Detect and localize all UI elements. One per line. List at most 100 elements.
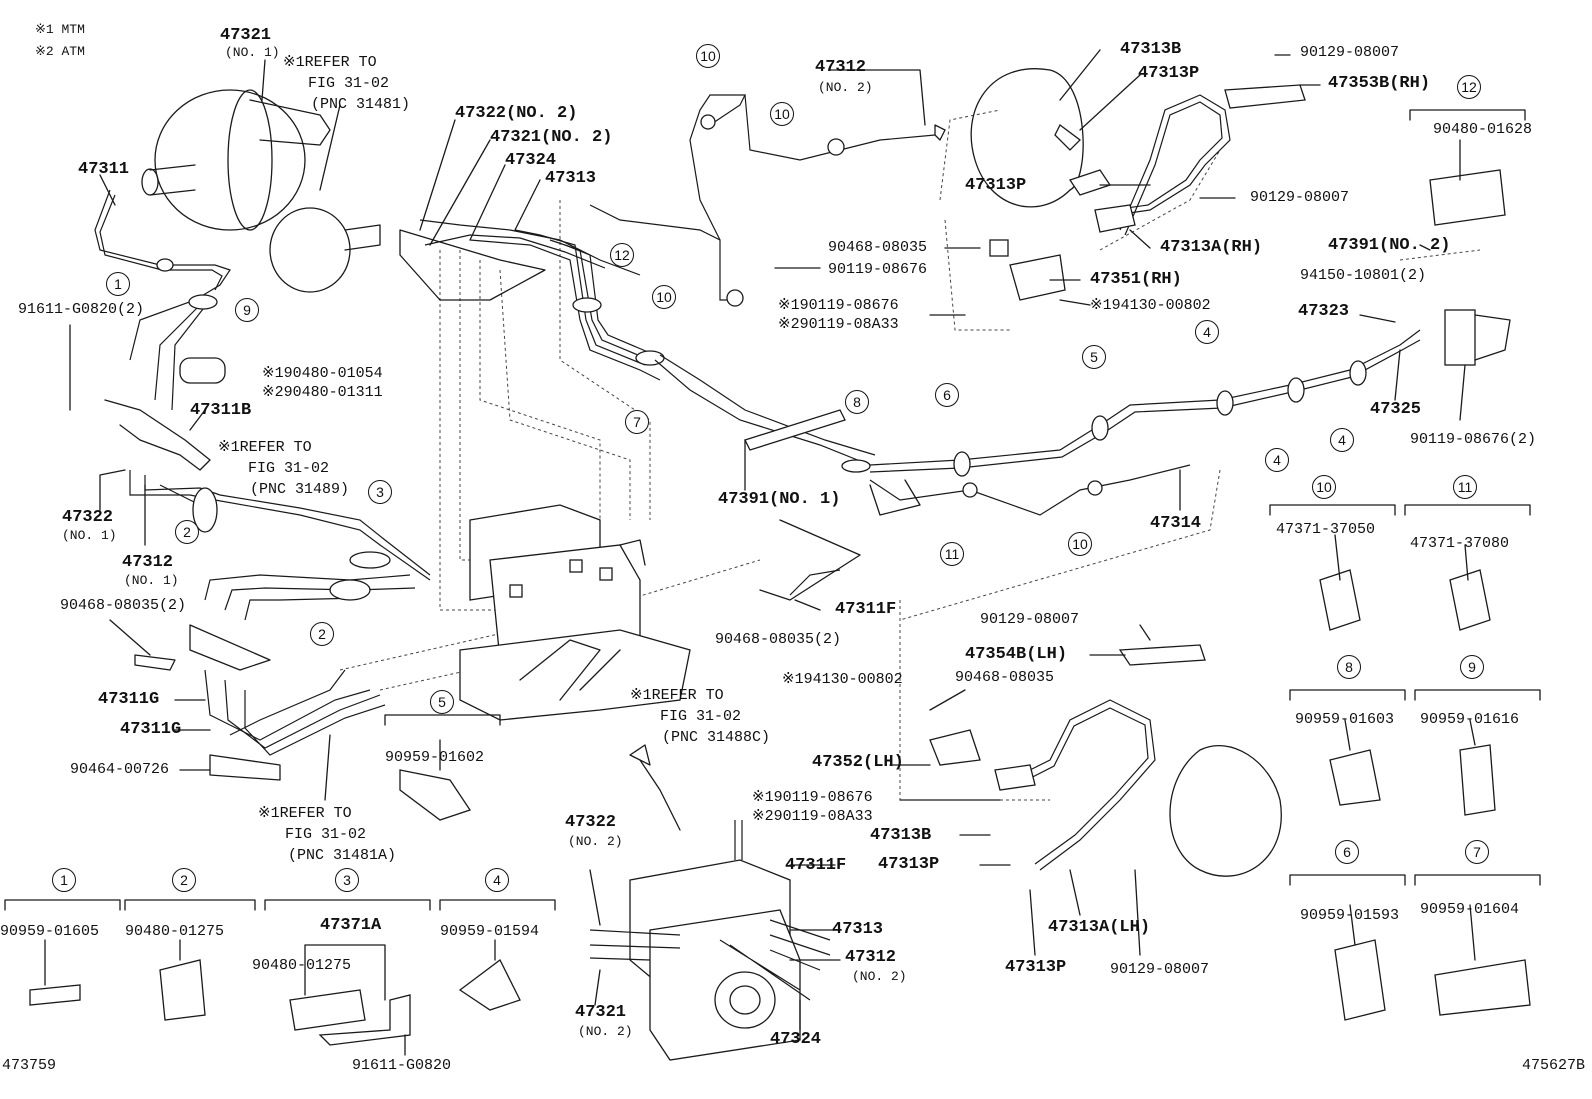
label-47311g-b: 47311G xyxy=(120,720,182,739)
label-190119-08676-b: ※190119-08676 xyxy=(752,789,873,806)
label-91611-g0820: 91611-G0820 xyxy=(352,1057,452,1074)
label-90480-01275-b: 90480-01275 xyxy=(252,957,352,974)
callout-10-a: 10 xyxy=(696,44,720,68)
brake-booster xyxy=(141,89,381,293)
right-pipe-run xyxy=(744,309,1511,516)
label-90129-08007-b: 90129-08007 xyxy=(1250,189,1350,206)
label-90959-01605: 90959-01605 xyxy=(0,923,100,940)
bracket-lines xyxy=(4,109,1541,1001)
callout-4-c: 4 xyxy=(1330,428,1354,452)
ref-note-31481a-l2: FIG 31-02 xyxy=(285,826,367,843)
label-47313-top: 47313 xyxy=(545,169,597,188)
callout-2: 2 xyxy=(175,520,199,544)
callout-9-group: 9 xyxy=(1460,655,1484,679)
label-90129-08007-d: 90129-08007 xyxy=(1110,961,1210,978)
callout-7-group: 7 xyxy=(1465,840,1489,864)
label-47354b-lh: 47354B(LH) xyxy=(965,645,1068,664)
label-290119-08a33-b: ※290119-08A33 xyxy=(752,808,873,825)
label-90480-01275-a: 90480-01275 xyxy=(125,923,225,940)
center-pipes xyxy=(399,94,946,466)
label-90959-01602: 90959-01602 xyxy=(385,749,485,766)
label-90959-01604: 90959-01604 xyxy=(1420,901,1520,918)
label-90959-01594: 90959-01594 xyxy=(440,923,540,940)
label-47371a: 47371A xyxy=(320,916,382,935)
clamp-drawings xyxy=(29,569,1531,1046)
abs-actuator xyxy=(459,504,861,831)
label-290119-08a33-a: ※290119-08A33 xyxy=(778,316,899,333)
label-47312-no2-bottom: 47312 xyxy=(845,948,897,967)
label-47324-bottom: 47324 xyxy=(770,1030,822,1049)
ref-note-31489-l1: ※1REFER TO xyxy=(218,439,312,456)
label-47313a-rh: 47313A(RH) xyxy=(1160,238,1263,257)
callout-11: 11 xyxy=(940,542,964,566)
label-47371-37080: 47371-37080 xyxy=(1410,535,1510,552)
callout-4-a: 4 xyxy=(1195,320,1219,344)
rear-wheel-rh xyxy=(970,68,1506,301)
label-47313-bottom: 47313 xyxy=(832,920,884,939)
callout-10-c: 10 xyxy=(652,285,676,309)
callout-10-d: 10 xyxy=(1068,532,1092,556)
label-47312-no2-top-sub: (NO. 2) xyxy=(818,80,873,95)
label-47324-top: 47324 xyxy=(505,151,557,170)
label-94150-10801-2: 94150-10801(2) xyxy=(1300,267,1427,284)
label-47311b: 47311B xyxy=(190,401,252,420)
callout-7: 7 xyxy=(625,410,649,434)
label-47321-no1: 47321 xyxy=(220,26,272,45)
callout-6: 6 xyxy=(935,383,959,407)
rear-wheel-lh xyxy=(929,644,1282,877)
code-right: 475627B xyxy=(1522,1057,1586,1074)
label-47321-no2-top: 47321(NO. 2) xyxy=(490,128,613,147)
callout-3-group: 3 xyxy=(335,868,359,892)
label-91611-g0820-2: 91611-G0820(2) xyxy=(18,301,145,318)
callout-5: 5 xyxy=(1082,345,1106,369)
label-47311f-a: 47311F xyxy=(835,600,897,619)
label-90129-08007-a: 90129-08007 xyxy=(1300,44,1400,61)
leader-lines xyxy=(44,49,1476,1056)
label-47323: 47323 xyxy=(1298,302,1350,321)
label-47321-no1-sub: (NO. 1) xyxy=(225,45,280,60)
callout-8-group: 8 xyxy=(1337,655,1361,679)
callout-10-b: 10 xyxy=(770,102,794,126)
ref-note-31488c-l2: FIG 31-02 xyxy=(660,708,742,725)
label-90468-08035-2a: 90468-08035(2) xyxy=(60,597,187,614)
label-47312-no1: 47312 xyxy=(122,553,174,572)
ref-note-31488c-l1: ※1REFER TO xyxy=(630,687,724,704)
code-left: 473759 xyxy=(2,1057,57,1074)
label-47322-no1-sub: (NO. 1) xyxy=(62,528,117,543)
label-47313p-bottom: 47313P xyxy=(878,855,940,874)
label-47312-no2-bottom-sub: (NO. 2) xyxy=(852,969,907,984)
callout-4-group: 4 xyxy=(485,868,509,892)
callout-6-group: 6 xyxy=(1335,840,1359,864)
label-47322-no2-bottom: 47322 xyxy=(565,813,617,832)
ref-note-31481-l3: (PNC 31481) xyxy=(311,96,411,113)
label-47311: 47311 xyxy=(78,160,130,179)
ref-note-31489-l2: FIG 31-02 xyxy=(248,460,330,477)
label-290480-01311: ※290480-01311 xyxy=(262,384,383,401)
label-90959-01593: 90959-01593 xyxy=(1300,907,1400,924)
label-194130-00802-b: ※194130-00802 xyxy=(782,671,903,688)
label-47321-no2-bottom-sub: (NO. 2) xyxy=(578,1024,633,1039)
label-47313p-top: 47313P xyxy=(1138,64,1200,83)
callout-2-b: 2 xyxy=(310,622,334,646)
label-194130-00802-a: ※194130-00802 xyxy=(1090,297,1211,314)
label-90468-08035-2b: 90468-08035(2) xyxy=(715,631,842,648)
label-47313p-top-2: 47313P xyxy=(965,176,1027,195)
callout-8: 8 xyxy=(845,390,869,414)
callout-1-group: 1 xyxy=(52,868,76,892)
callout-9: 9 xyxy=(235,298,259,322)
label-90119-08676: 90119-08676 xyxy=(828,261,928,278)
ref-note-31481-l2: FIG 31-02 xyxy=(308,75,390,92)
ref-note-31488c-l3: (PNC 31488C) xyxy=(662,729,771,746)
label-47371-37050: 47371-37050 xyxy=(1276,521,1376,538)
abs-actuator-bottom xyxy=(589,820,831,1061)
label-47314: 47314 xyxy=(1150,514,1202,533)
label-90468-08035-c: 90468-08035 xyxy=(828,239,928,256)
label-90129-08007-c: 90129-08007 xyxy=(980,611,1080,628)
label-47311g-a: 47311G xyxy=(98,690,160,709)
label-47313b-top: 47313B xyxy=(1120,40,1182,59)
ref-note-31481a-l3: (PNC 31481A) xyxy=(288,847,397,864)
label-47353b-rh: 47353B(RH) xyxy=(1328,74,1431,93)
label-47391-no2: 47391(NO. 2) xyxy=(1328,236,1451,255)
